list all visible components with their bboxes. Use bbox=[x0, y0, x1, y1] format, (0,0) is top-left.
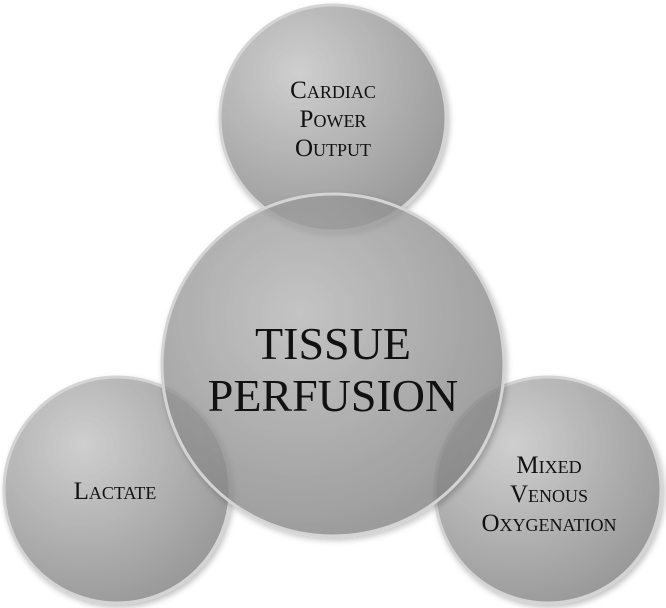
circle-tissue-perfusion bbox=[160, 192, 506, 538]
